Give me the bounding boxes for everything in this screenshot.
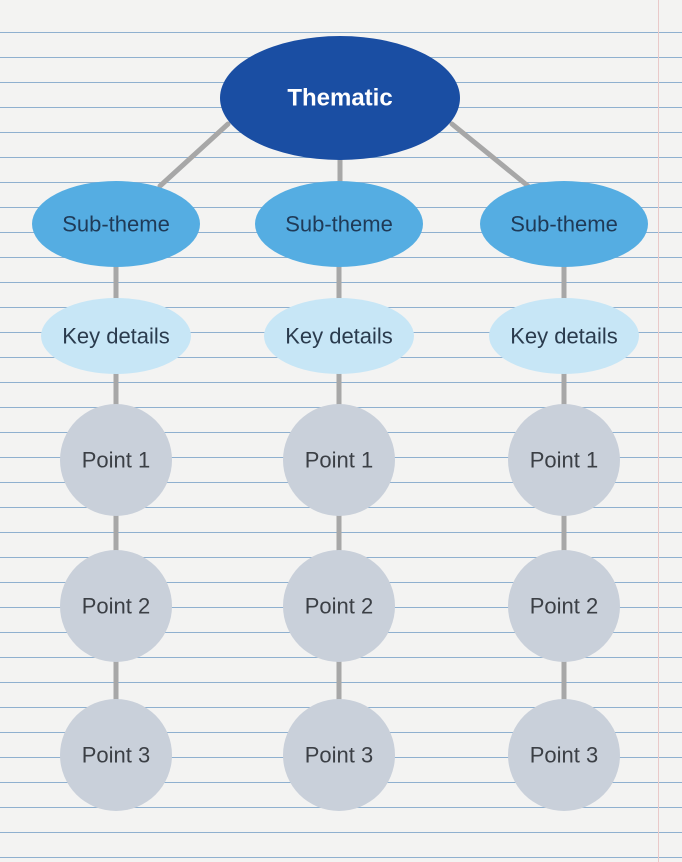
point-node-3-2 <box>508 550 620 662</box>
key-details-node-3 <box>489 298 639 374</box>
point-label-1-3: Point 3 <box>82 743 151 768</box>
point-label-1-2: Point 2 <box>82 594 151 619</box>
point-label-3-2: Point 2 <box>530 594 599 619</box>
point-node-2-1 <box>283 404 395 516</box>
subtheme-label-3: Sub-theme <box>510 212 618 237</box>
point-node-2-3 <box>283 699 395 811</box>
root-node <box>220 36 460 160</box>
key-details-node-2 <box>264 298 414 374</box>
paper-margin-line <box>658 0 659 862</box>
point-label-3-3: Point 3 <box>530 743 599 768</box>
key-details-label-1: Key details <box>62 324 170 349</box>
key-details-label-3: Key details <box>510 324 618 349</box>
subtheme-node-2 <box>255 181 423 267</box>
root-node-label: Thematic <box>287 85 392 112</box>
subtheme-node-3 <box>480 181 648 267</box>
point-node-3-1 <box>508 404 620 516</box>
point-node-3-3 <box>508 699 620 811</box>
point-node-1-3 <box>60 699 172 811</box>
point-node-1-2 <box>60 550 172 662</box>
point-label-2-1: Point 1 <box>305 448 374 473</box>
subtheme-label-2: Sub-theme <box>285 212 393 237</box>
point-node-2-2 <box>283 550 395 662</box>
key-details-label-2: Key details <box>285 324 393 349</box>
point-node-1-1 <box>60 404 172 516</box>
point-label-2-2: Point 2 <box>305 594 374 619</box>
point-label-1-1: Point 1 <box>82 448 151 473</box>
connector-root-right <box>449 121 531 189</box>
connector-root-left <box>157 121 231 189</box>
subtheme-label-1: Sub-theme <box>62 212 170 237</box>
point-label-3-1: Point 1 <box>530 448 599 473</box>
subtheme-node-1 <box>32 181 200 267</box>
point-label-2-3: Point 3 <box>305 743 374 768</box>
key-details-node-1 <box>41 298 191 374</box>
